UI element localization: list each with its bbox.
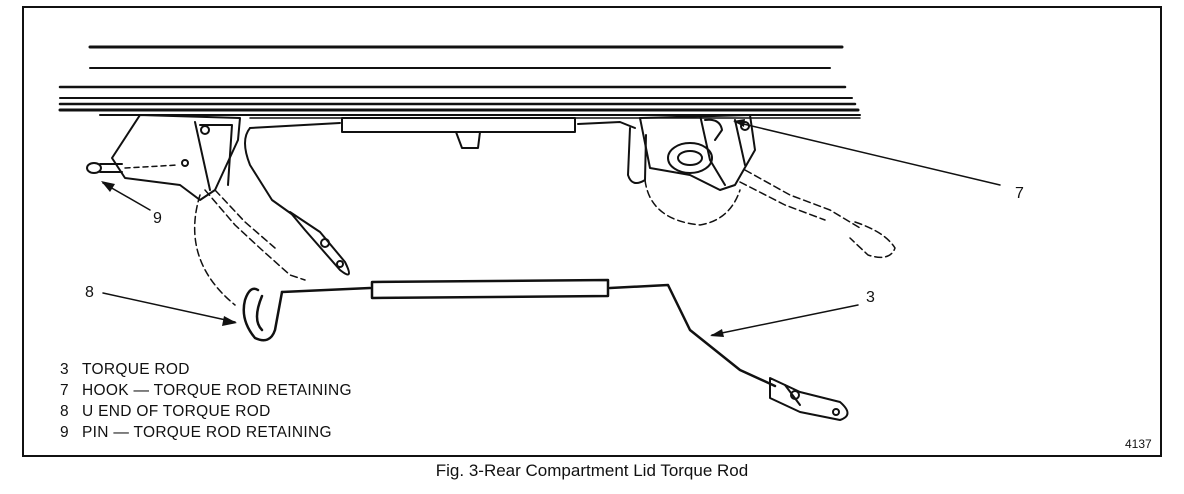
legend-item: 7 HOOK — TORQUE ROD RETAINING <box>60 380 352 401</box>
legend-text: TORQUE ROD <box>82 361 190 378</box>
legend-text: HOOK — TORQUE ROD RETAINING <box>82 382 352 399</box>
figure-caption: Fig. 3-Rear Compartment Lid Torque Rod <box>435 461 749 480</box>
callout-3: 3 <box>866 289 875 306</box>
callout-7: 7 <box>1015 185 1024 202</box>
upper-rod-clevis <box>289 211 350 276</box>
legend-number: 9 <box>60 424 69 441</box>
right-rod-phantom <box>644 169 896 259</box>
left-hinge-bracket <box>111 114 241 201</box>
right-hinge-bracket <box>639 114 756 191</box>
callout-9: 9 <box>153 210 162 227</box>
legend-number: 7 <box>60 382 69 399</box>
legend-number: 3 <box>60 361 69 378</box>
figure-frame <box>22 6 1162 457</box>
upper-torque-rod <box>244 117 647 216</box>
arrowheads <box>101 119 745 337</box>
leader-lines <box>102 121 1001 336</box>
figure-number: 4137 <box>1125 437 1152 451</box>
lower-torque-rod <box>242 278 777 388</box>
legend-item: 8 U END OF TORQUE ROD <box>60 401 352 422</box>
parts-legend: 3 TORQUE ROD 7 HOOK — TORQUE ROD RETAINING… <box>60 359 352 443</box>
retaining-pin <box>86 162 179 174</box>
lower-rod-clevis <box>769 377 849 421</box>
legend-number: 8 <box>60 403 69 420</box>
lid-panel <box>58 45 861 119</box>
callout-8: 8 <box>85 284 94 301</box>
legend-text: PIN — TORQUE ROD RETAINING <box>82 424 332 441</box>
legend-item: 3 TORQUE ROD <box>60 359 352 380</box>
legend-item: 9 PIN — TORQUE ROD RETAINING <box>60 422 352 443</box>
left-rod-phantom <box>193 189 306 306</box>
legend-text: U END OF TORQUE ROD <box>82 403 271 420</box>
